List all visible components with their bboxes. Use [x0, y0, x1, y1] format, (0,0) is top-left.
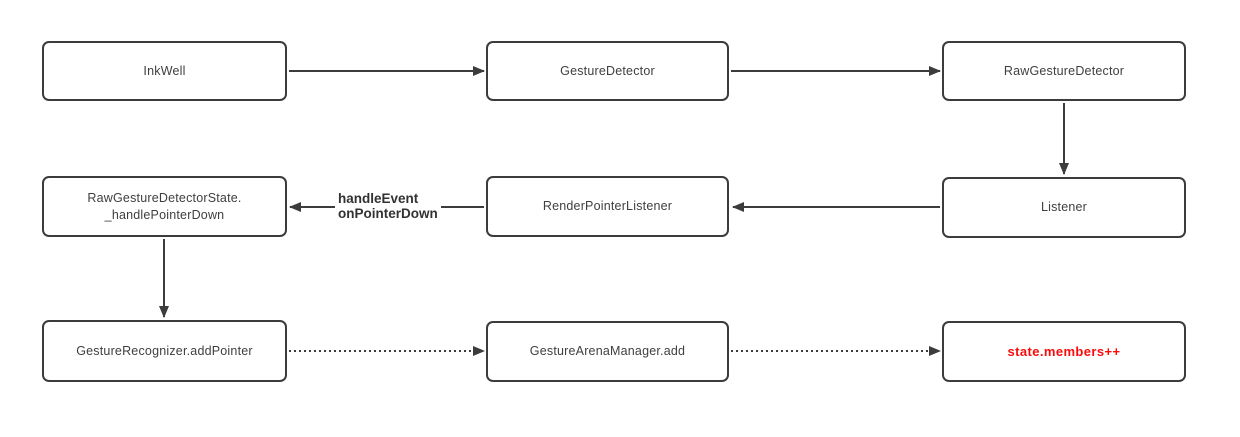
node-state-members: state.members++	[942, 321, 1186, 382]
node-gesture-recognizer-add-pointer-label: GestureRecognizer.addPointer	[76, 343, 253, 358]
node-gesture-detector: GestureDetector	[486, 41, 729, 101]
node-gesture-recognizer-add-pointer: GestureRecognizer.addPointer	[42, 320, 287, 382]
node-listener-label: Listener	[1040, 200, 1088, 215]
node-raw-gesture-detector-state-label-line1: RawGestureDetectorState.	[87, 190, 242, 205]
node-listener: Listener	[942, 177, 1186, 238]
edge-label-handle-event: handleEvent onPointerDown	[335, 191, 441, 221]
edge-label-handle-event-line1: handleEvent	[338, 191, 419, 206]
node-raw-gesture-detector-label: RawGestureDetector	[1003, 63, 1125, 78]
node-inkwell-label: InkWell	[143, 63, 186, 78]
node-gesture-detector-label: GestureDetector	[560, 63, 655, 78]
node-inkwell: InkWell	[42, 41, 287, 101]
node-raw-gesture-detector-state: RawGestureDetectorState. _handlePointerD…	[42, 176, 287, 237]
node-gesture-arena-manager-add: GestureArenaManager.add	[486, 321, 729, 382]
node-gesture-arena-manager-add-label: GestureArenaManager.add	[529, 344, 686, 359]
node-raw-gesture-detector-state-label-line2: _handlePointerDown	[104, 207, 225, 222]
node-raw-gesture-detector: RawGestureDetector	[942, 41, 1186, 101]
edge-label-handle-event-line2: onPointerDown	[338, 206, 438, 221]
node-state-members-label: state.members++	[1007, 343, 1121, 359]
node-render-pointer-listener: RenderPointerListener	[486, 176, 729, 237]
node-render-pointer-listener-label: RenderPointerListener	[542, 199, 673, 214]
